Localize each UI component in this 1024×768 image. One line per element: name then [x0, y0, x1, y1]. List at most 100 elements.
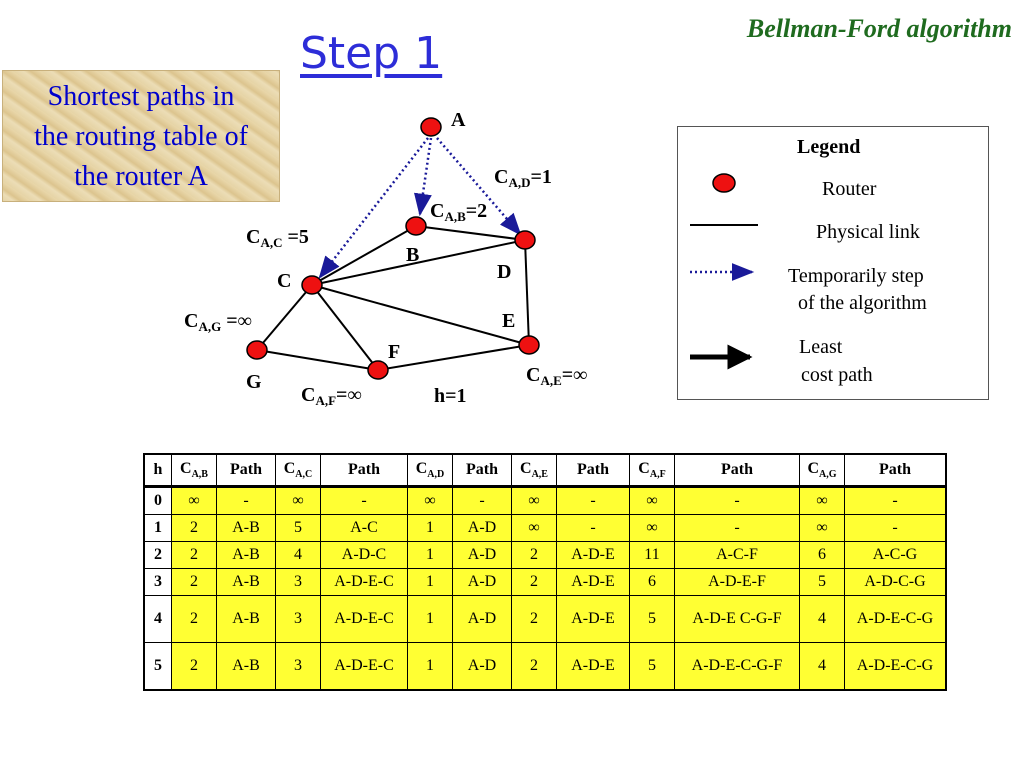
link-b-d	[415, 225, 526, 241]
path-cell: -	[674, 514, 800, 542]
cost-cell: 1	[407, 568, 453, 596]
cost-cell: 6	[799, 541, 845, 569]
step-title: Step 1	[300, 28, 443, 79]
cost-cell: ∞	[629, 485, 675, 515]
cost-label-a-g: CA,G =∞	[184, 310, 252, 334]
path-cell: A-D	[452, 568, 512, 596]
path-cell: A-D-E-C-G	[844, 595, 947, 643]
path-cell: A-D-E-C	[320, 595, 408, 643]
router-g	[246, 340, 268, 360]
path-cell: A-D	[452, 514, 512, 542]
header-cost: CA,G	[799, 453, 845, 487]
cost-cell: 3	[275, 642, 321, 691]
router-e	[518, 335, 540, 355]
router-f	[367, 360, 389, 380]
link-c-f	[311, 284, 379, 371]
algorithm-title: Bellman-Ford algorithm	[746, 14, 1012, 43]
cost-cell: ∞	[407, 485, 453, 515]
link-g-f	[256, 349, 379, 371]
link-b-c	[311, 225, 417, 286]
cost-cell: 4	[799, 642, 845, 691]
cost-cell: 1	[407, 541, 453, 569]
path-cell: A-D-C-G	[844, 568, 947, 596]
path-cell: A-D-E-F	[674, 568, 800, 596]
path-cell: A-D	[452, 595, 512, 643]
legend-least-cost-label-2: cost path	[801, 364, 873, 386]
path-cell: A-D-E	[556, 541, 630, 569]
header-cost: CA,F	[629, 453, 675, 487]
cost-cell: ∞	[171, 485, 217, 515]
path-cell: A-D-E	[556, 642, 630, 691]
router-a	[420, 117, 442, 137]
path-cell: A-B	[216, 642, 276, 691]
header-cost: CA,E	[511, 453, 557, 487]
hop-cell: 0	[143, 485, 172, 515]
cost-cell: ∞	[511, 514, 557, 542]
cost-cell: ∞	[275, 485, 321, 515]
cost-cell: 2	[171, 514, 217, 542]
cost-cell: 2	[511, 595, 557, 643]
link-f-e	[377, 344, 530, 371]
path-cell: -	[674, 485, 800, 515]
legend-physical-link-label: Physical link	[816, 221, 920, 243]
path-cell: A-B	[216, 568, 276, 596]
hop-cell: 3	[143, 568, 172, 596]
cost-cell: 3	[275, 568, 321, 596]
cost-label-a-b: CA,B=2	[430, 200, 487, 224]
path-cell: -	[844, 485, 947, 515]
router-c	[301, 275, 323, 295]
temp-arrow-a-c	[318, 137, 429, 279]
temp-arrow-a-d	[436, 137, 522, 236]
path-cell: A-B	[216, 514, 276, 542]
path-cell: -	[556, 514, 630, 542]
header-cost: CA,D	[407, 453, 453, 487]
header-path: Path	[452, 453, 512, 487]
cost-cell: ∞	[629, 514, 675, 542]
info-line-1: Shortest paths in	[47, 81, 235, 112]
node-label-c: C	[277, 270, 291, 292]
cost-label-a-f: CA,F=∞	[301, 384, 362, 408]
node-label-e: E	[502, 310, 515, 332]
path-cell: -	[216, 485, 276, 515]
network-diagram: A B D C E F G CA,D=1 CA,B=2 CA,C =5 CA,G…	[184, 109, 587, 408]
cost-cell: 3	[275, 595, 321, 643]
cost-cell: 2	[511, 541, 557, 569]
legend-router-icon	[712, 173, 736, 193]
node-label-b: B	[406, 244, 419, 266]
path-cell: A-D-E-C	[320, 642, 408, 691]
link-c-e	[311, 284, 530, 346]
path-cell: A-C-F	[674, 541, 800, 569]
node-label-d: D	[497, 261, 511, 283]
cost-cell: ∞	[799, 485, 845, 515]
node-label-f: F	[388, 341, 400, 363]
cost-cell: 1	[407, 642, 453, 691]
node-label-a: A	[451, 109, 466, 131]
legend-temporary-step-label-1: Temporarily step	[788, 265, 924, 287]
hop-cell: 5	[143, 642, 172, 691]
hop-cell: 4	[143, 595, 172, 643]
cost-cell: 2	[171, 642, 217, 691]
path-cell: A-D-E	[556, 568, 630, 596]
header-cost: CA,C	[275, 453, 321, 487]
cost-cell: 4	[275, 541, 321, 569]
legend-temporary-step-label-2: of the algorithm	[798, 292, 927, 314]
router-b	[405, 216, 427, 236]
header-path: Path	[320, 453, 408, 487]
path-cell: A-D-E-C	[320, 568, 408, 596]
link-d-e	[524, 239, 530, 346]
cost-cell: 2	[511, 642, 557, 691]
header-path: Path	[556, 453, 630, 487]
header-cost: CA,B	[171, 453, 217, 487]
link-c-d	[311, 239, 526, 286]
link-c-g	[256, 284, 313, 351]
cost-cell: ∞	[511, 485, 557, 515]
cost-cell: 6	[629, 568, 675, 596]
path-cell: A-B	[216, 541, 276, 569]
